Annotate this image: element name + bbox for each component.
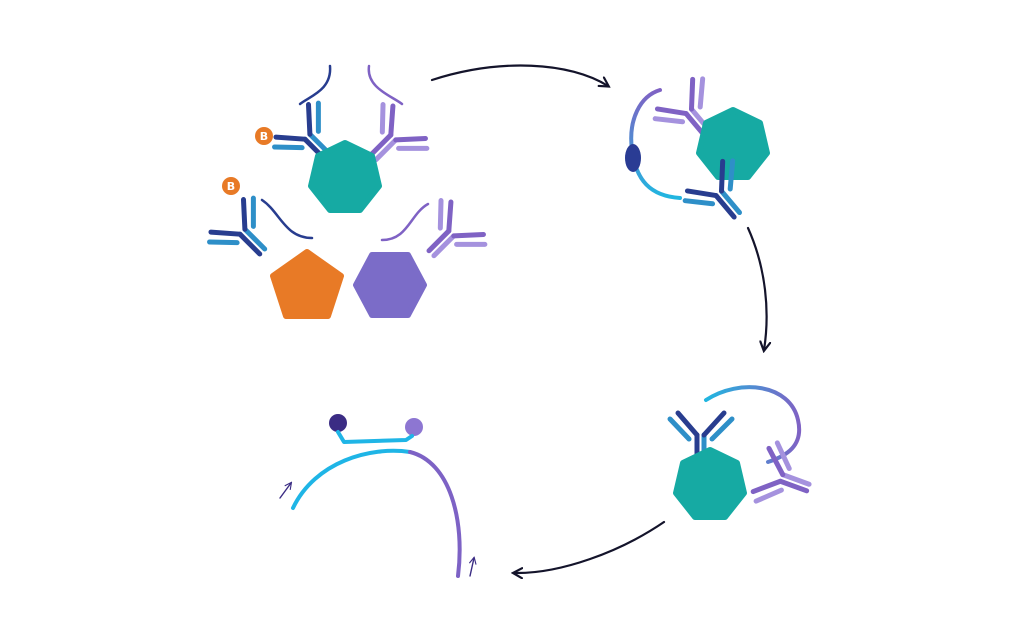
step-1-antibody-binding: B B (205, 64, 489, 319)
circular-dna-icon (704, 385, 802, 464)
amplification-arc-icon (408, 450, 462, 578)
cycle-arrow-icon (430, 64, 608, 86)
antibody-icon (750, 441, 818, 516)
step-2-proximity-ligation (625, 74, 770, 234)
heptagon-antigen-icon (308, 140, 382, 213)
probe-light-icon (405, 418, 423, 436)
circular-dna-icon (629, 88, 682, 200)
step-3-circularized-template (670, 385, 819, 520)
svg-text:B: B (227, 180, 235, 193)
antibody-icon (205, 194, 314, 273)
probe-pair (329, 414, 423, 444)
probe-dark-icon (329, 414, 347, 432)
antibody-icon (352, 64, 431, 179)
antibody-icon (380, 196, 489, 275)
cycle-arrow-icon (514, 520, 666, 573)
direction-arrow-icon (470, 558, 474, 577)
direction-arrow-icon (279, 483, 291, 499)
hexagon-antigen-icon (353, 252, 427, 318)
antibody-icon (270, 64, 349, 178)
heptagon-antigen-icon (673, 447, 747, 520)
biotin-badge-icon: B (255, 127, 273, 145)
pentagon-antigen-icon (270, 249, 344, 319)
ligase-blob (625, 144, 641, 172)
svg-text:B: B (260, 130, 268, 143)
cycle-arrow-icon (746, 226, 767, 350)
amplification-arc-icon (291, 448, 412, 510)
biotin-badge-icon: B (222, 177, 240, 195)
step-4-amplification (279, 414, 474, 578)
